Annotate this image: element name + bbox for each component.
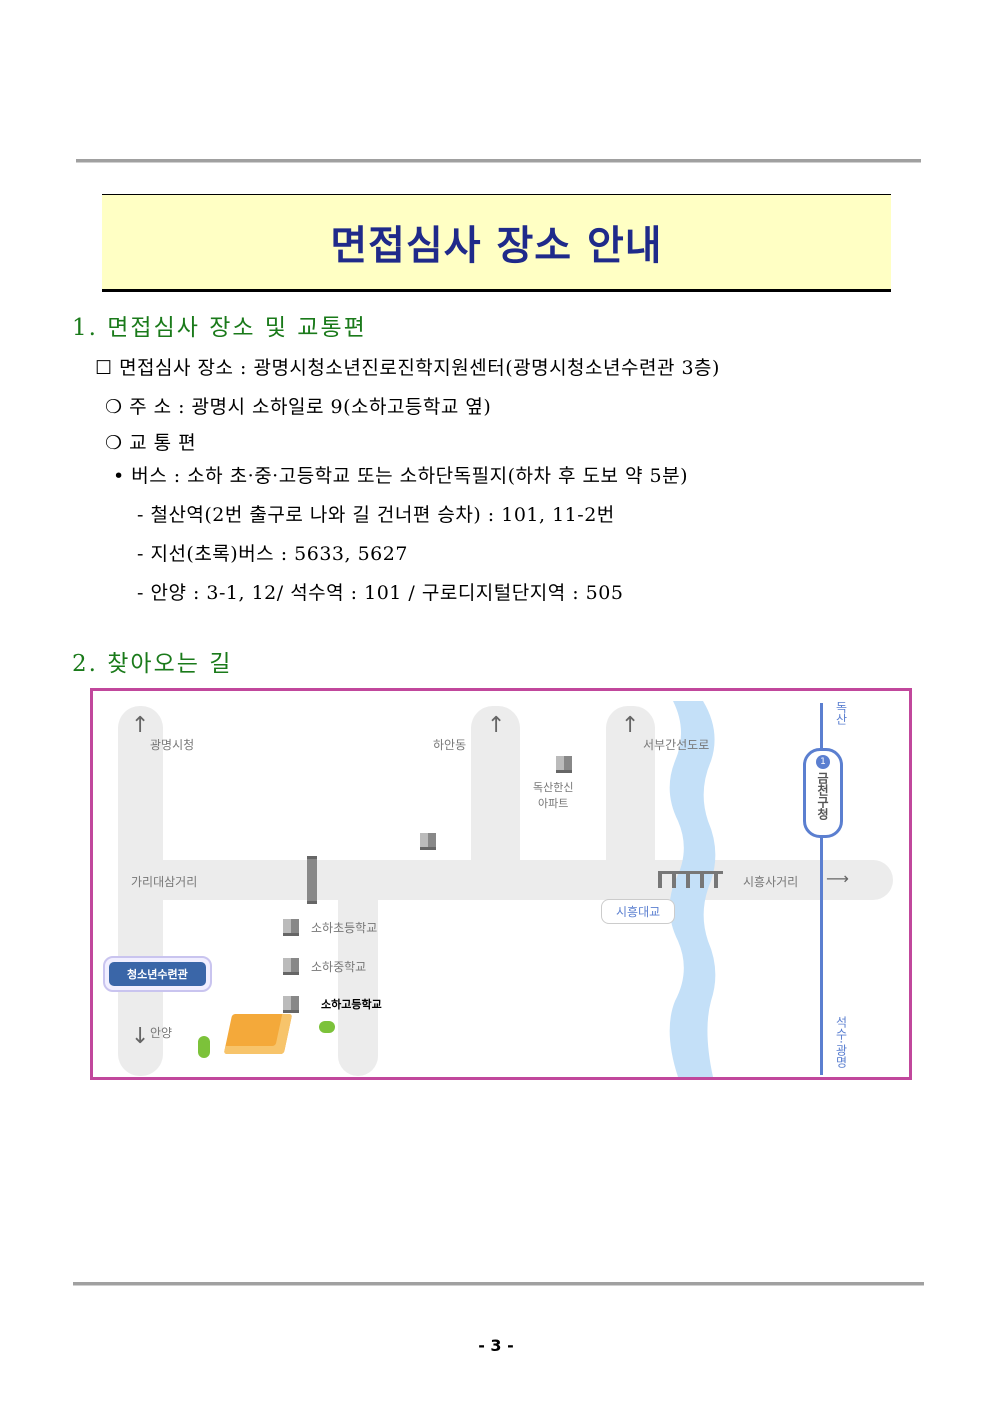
- overpass-icon: [307, 856, 317, 904]
- transport-heading: ❍ 교 통 편: [105, 432, 197, 454]
- page-title: 면접심사 장소 안내: [330, 223, 663, 269]
- south-arrow: ↓: [131, 1024, 150, 1049]
- siheung-label: 시흥사거리: [743, 875, 799, 889]
- north-arrow: ↑: [131, 713, 150, 738]
- directions-map: 1 금천구청 독산 석수·광명 ↑ 광명시청 하안동 ↑ ↑ 서부간선도로 독산…: [90, 688, 912, 1080]
- river: [669, 701, 716, 1077]
- bus-line: • 버스 : 소하 초·중·고등학교 또는 소하단독필지(하차 후 도보 약 5…: [113, 465, 688, 487]
- road: [338, 896, 378, 1076]
- youth-center-building: [223, 1014, 293, 1054]
- bridge-icon: [658, 871, 723, 888]
- haan-label: 하안동: [433, 738, 467, 752]
- bridge-label: 시흥대교: [601, 899, 676, 924]
- school-icon: [283, 996, 299, 1013]
- station-label: 금천구청: [815, 772, 830, 820]
- cityhall-label: 광명시청: [150, 738, 195, 752]
- section1-heading: 1. 면접심사 장소 및 교통편: [72, 315, 367, 341]
- north-arrow: ↑: [621, 713, 640, 738]
- high-label: 소하고등학교: [321, 998, 382, 1011]
- school-icon: [283, 919, 299, 936]
- building-icon: [556, 756, 572, 773]
- elementary-label: 소하초등학교: [311, 921, 378, 935]
- section2-heading: 2. 찾아오는 길: [72, 651, 233, 677]
- route-line: - 철산역(2번 출구로 나와 길 건너편 승차) : 101, 11-2번: [137, 504, 615, 526]
- north-arrow: ↑: [487, 713, 506, 738]
- header-rule: [76, 159, 921, 163]
- anyang-label: 안양: [150, 1026, 173, 1040]
- seobu-label: 서부간선도로: [643, 738, 710, 752]
- north-label: 독산: [834, 701, 848, 725]
- venue-line: ☐ 면접심사 장소 : 광명시청소년진로진학지원센터(광명시청소년수련관 3층): [95, 357, 720, 379]
- east-arrow: ⟶: [826, 869, 849, 888]
- line-badge: 1: [816, 755, 830, 769]
- school-icon: [283, 958, 299, 975]
- road: [118, 860, 893, 900]
- page-number: - 3 -: [478, 1336, 514, 1355]
- title-banner: 면접심사 장소 안내: [102, 194, 891, 292]
- road: [471, 706, 520, 866]
- youth-center-label: 청소년수련관: [109, 962, 206, 986]
- middle-label: 소하중학교: [311, 960, 367, 974]
- gari-label: 가리대삼거리: [131, 875, 198, 889]
- address-line: ❍ 주 소 : 광명시 소하일로 9(소하고등학교 옆): [105, 396, 492, 418]
- south-label: 석수·광명: [834, 1016, 848, 1068]
- building-icon: [420, 833, 436, 850]
- tree-icon: [319, 1021, 335, 1033]
- route-line: - 안양 : 3-1, 12/ 석수역 : 101 / 구로디지털단지역 : 5…: [137, 582, 624, 604]
- tree-icon: [198, 1036, 210, 1058]
- station-marker: 1 금천구청: [803, 748, 843, 838]
- subway-line: [820, 703, 823, 1075]
- road: [606, 706, 655, 866]
- route-line: - 지선(초록)버스 : 5633, 5627: [137, 543, 408, 565]
- footer-rule: [73, 1282, 924, 1286]
- apt-label: 독산한신 아파트: [533, 781, 574, 810]
- callout: 청소년수련관: [103, 956, 212, 992]
